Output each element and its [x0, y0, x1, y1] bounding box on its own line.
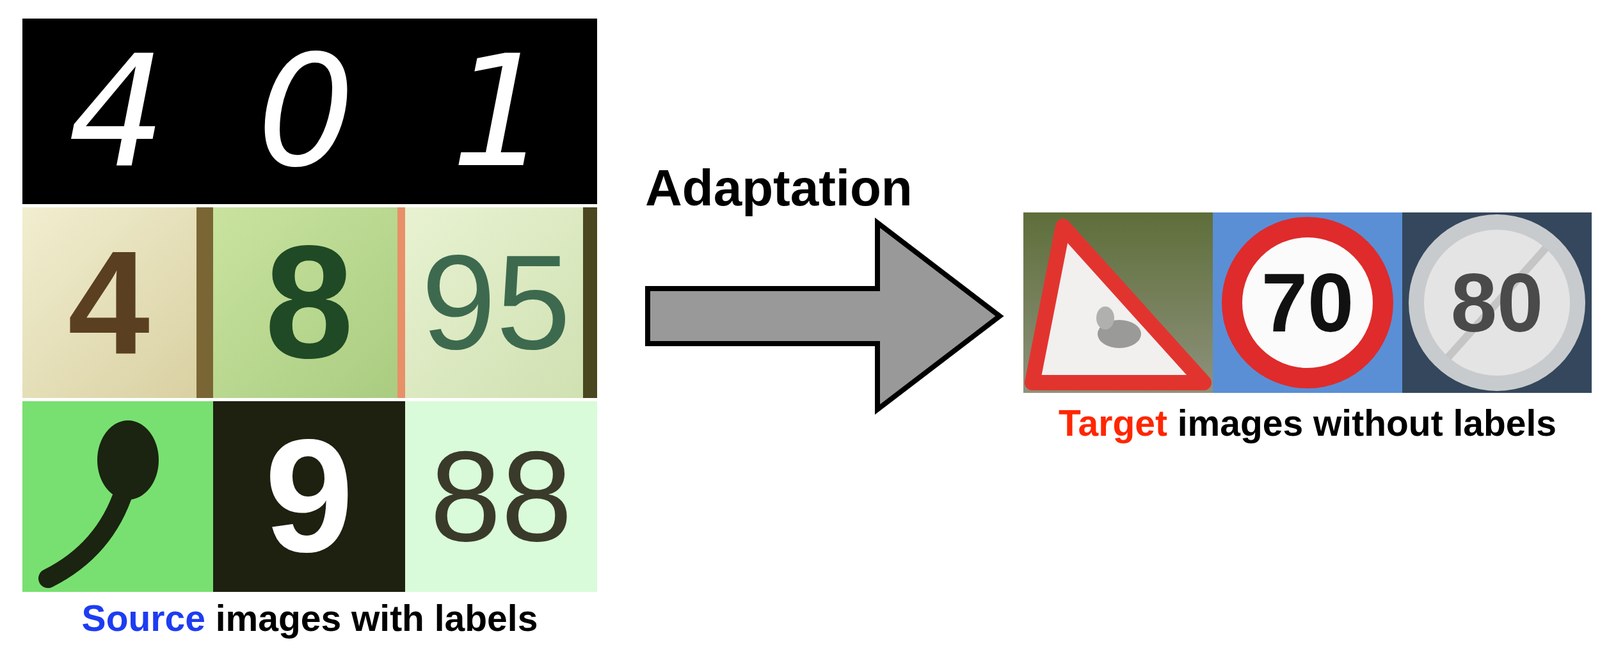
sign-tile	[1402, 212, 1592, 393]
image-digits: 1	[451, 35, 550, 189]
image-digits: 80	[1450, 261, 1544, 345]
svhn-tile	[213, 207, 406, 399]
svhn-edge	[196, 207, 214, 399]
panel-caption: Target images without labels	[1058, 401, 1557, 445]
sign-tile	[1023, 212, 1213, 393]
svhn-tile	[405, 207, 598, 399]
synth-tile	[405, 401, 598, 592]
image-digits: 0	[257, 35, 356, 189]
svhn-edge	[397, 207, 406, 399]
svhn-edge	[583, 207, 598, 399]
synth-tile	[22, 401, 214, 592]
mnist-strip	[22, 18, 598, 205]
image-digits: 95	[421, 235, 571, 370]
panel-caption: Source images with labels	[81, 597, 539, 640]
end-limit-sign	[1408, 214, 1586, 392]
speed-sign-face	[1242, 237, 1373, 368]
image-digits: 70	[1261, 261, 1355, 345]
block-arrow	[647, 222, 1000, 410]
image-digits: 8	[264, 222, 354, 383]
warning-triangle	[1032, 226, 1204, 383]
image-digits: 4	[68, 35, 167, 189]
speed-sign-ring	[1221, 216, 1394, 389]
arrow-label: Adaptation	[642, 161, 916, 216]
end-limit-face	[1424, 229, 1570, 376]
synth-blob	[48, 488, 125, 579]
image-digits: 4	[67, 229, 150, 377]
svhn-tile	[22, 207, 214, 399]
sign-tile	[1212, 212, 1403, 393]
image-digits: 9	[264, 416, 354, 577]
image-digits: 88	[430, 432, 573, 561]
end-limit-strike	[1448, 248, 1546, 358]
sign-symbol	[1096, 306, 1115, 330]
synth-tile	[213, 401, 406, 592]
